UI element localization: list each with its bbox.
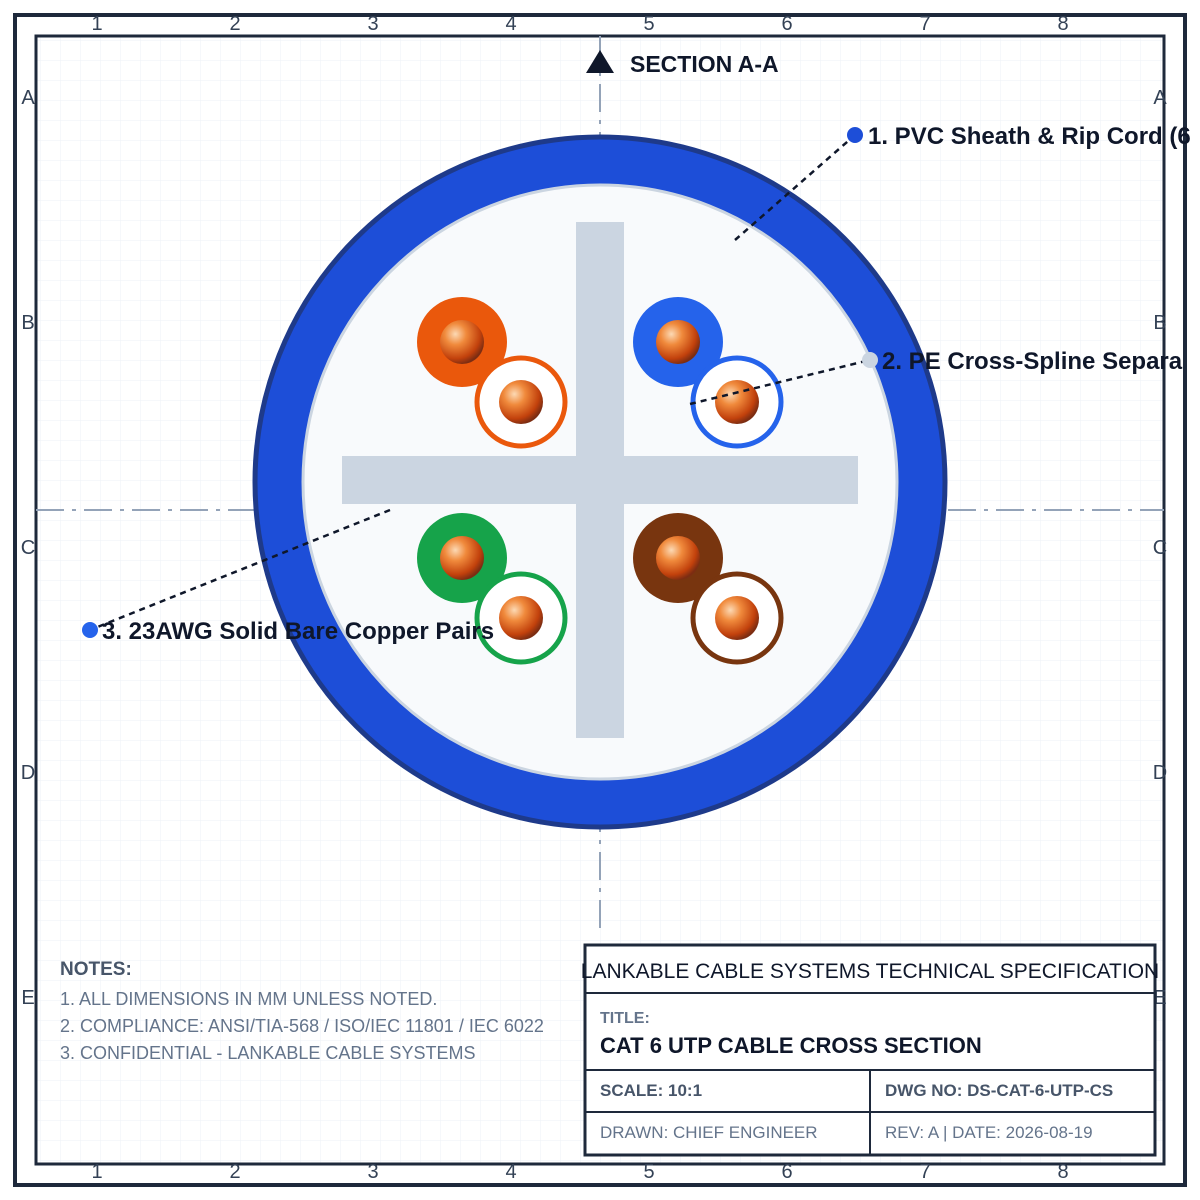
notes-block: NOTES: 1. ALL DIMENSIONS IN MM UNLESS NO… (60, 959, 544, 1063)
copper-conductor (440, 536, 484, 580)
section-title: SECTION A-A (630, 51, 779, 77)
zone-row-label: A (1153, 87, 1167, 109)
zone-column-markers-top: 1 2 3 4 5 6 7 8 (91, 13, 1068, 35)
zone-column-label: 8 (1057, 13, 1068, 35)
title-block: LANKABLE CABLE SYSTEMS TECHNICAL SPECIFI… (581, 943, 1159, 1157)
zone-row-label: B (1153, 312, 1166, 334)
zone-column-label: 7 (919, 13, 930, 35)
callout-3-dot (82, 622, 98, 638)
zone-row-label: B (21, 312, 34, 334)
zone-row-markers-left: A B C D E (21, 87, 36, 1009)
zone-column-label: 5 (643, 13, 654, 35)
callout-2-dot (862, 352, 878, 368)
callout-1-dot (847, 127, 863, 143)
zone-column-label: 4 (505, 13, 516, 35)
callout-1: 1. PVC Sheath & Rip Cord (6 (734, 123, 1191, 241)
zone-row-label: D (1153, 762, 1167, 784)
scale-field: SCALE: 10:1 (600, 1081, 702, 1100)
copper-conductor (715, 596, 759, 640)
drawn-by-field: DRAWN: CHIEF ENGINEER (600, 1123, 818, 1142)
zone-column-label: 6 (781, 1161, 792, 1183)
zone-row-markers-right: A B C D E (1153, 87, 1168, 1009)
zone-column-label: 5 (643, 1161, 654, 1183)
zone-column-label: 4 (505, 1161, 516, 1183)
copper-conductor (499, 380, 543, 424)
company-header: LANKABLE CABLE SYSTEMS TECHNICAL SPECIFI… (581, 960, 1159, 983)
callout-1-label: 1. PVC Sheath & Rip Cord (6 (868, 123, 1191, 150)
callout-3-label: 3. 23AWG Solid Bare Copper Pairs (102, 618, 494, 645)
zone-row-label: C (1153, 537, 1167, 559)
spline-horizontal (342, 456, 858, 504)
note-item: 2. COMPLIANCE: ANSI/TIA-568 / ISO/IEC 11… (60, 1016, 544, 1036)
zone-column-label: 1 (91, 1161, 102, 1183)
zone-column-markers-bottom: 1 2 3 4 5 6 7 8 (91, 1161, 1068, 1183)
cable-cross-section (252, 134, 948, 830)
revision-date-field: REV: A | DATE: 2026-08-19 (885, 1123, 1093, 1142)
zone-column-label: 3 (367, 13, 378, 35)
pair-green (417, 513, 568, 665)
zone-column-label: 2 (229, 1161, 240, 1183)
copper-conductor (715, 380, 759, 424)
zone-column-label: 3 (367, 1161, 378, 1183)
copper-conductor (499, 596, 543, 640)
section-arrow-icon (586, 50, 614, 73)
pair-brown (633, 513, 784, 665)
pair-orange (417, 297, 568, 449)
outer-border (13, 13, 1187, 1187)
note-item: 3. CONFIDENTIAL - LANKABLE CABLE SYSTEMS (60, 1043, 475, 1063)
zone-column-label: 7 (919, 1161, 930, 1183)
drawing-number-field: DWG NO: DS-CAT-6-UTP-CS (885, 1081, 1113, 1100)
notes-heading: NOTES: (60, 959, 132, 980)
callout-2-leader (689, 358, 871, 406)
callout-1-leader (734, 134, 856, 241)
callout-3-leader (89, 508, 391, 632)
zone-column-label: 8 (1057, 1161, 1068, 1183)
zone-row-label: A (21, 87, 35, 109)
callout-2: 2. PE Cross-Spline Separa (689, 348, 1183, 406)
title-label: TITLE: (600, 1010, 650, 1027)
copper-conductor (656, 320, 700, 364)
zone-column-label: 2 (229, 13, 240, 35)
drawing-title: CAT 6 UTP CABLE CROSS SECTION (600, 1033, 982, 1058)
note-item: 1. ALL DIMENSIONS IN MM UNLESS NOTED. (60, 989, 437, 1009)
callout-2-label: 2. PE Cross-Spline Separa (882, 348, 1183, 375)
zone-row-label: C (21, 537, 35, 559)
twisted-pairs (417, 297, 784, 665)
zone-column-label: 1 (91, 13, 102, 35)
zone-row-label: D (21, 762, 35, 784)
zone-column-label: 6 (781, 13, 792, 35)
copper-conductor (440, 320, 484, 364)
copper-conductor (656, 536, 700, 580)
zone-row-label: E (21, 987, 34, 1009)
pair-blue (633, 297, 784, 449)
zone-row-label: E (1153, 987, 1166, 1009)
callout-3: 3. 23AWG Solid Bare Copper Pairs (82, 508, 494, 645)
